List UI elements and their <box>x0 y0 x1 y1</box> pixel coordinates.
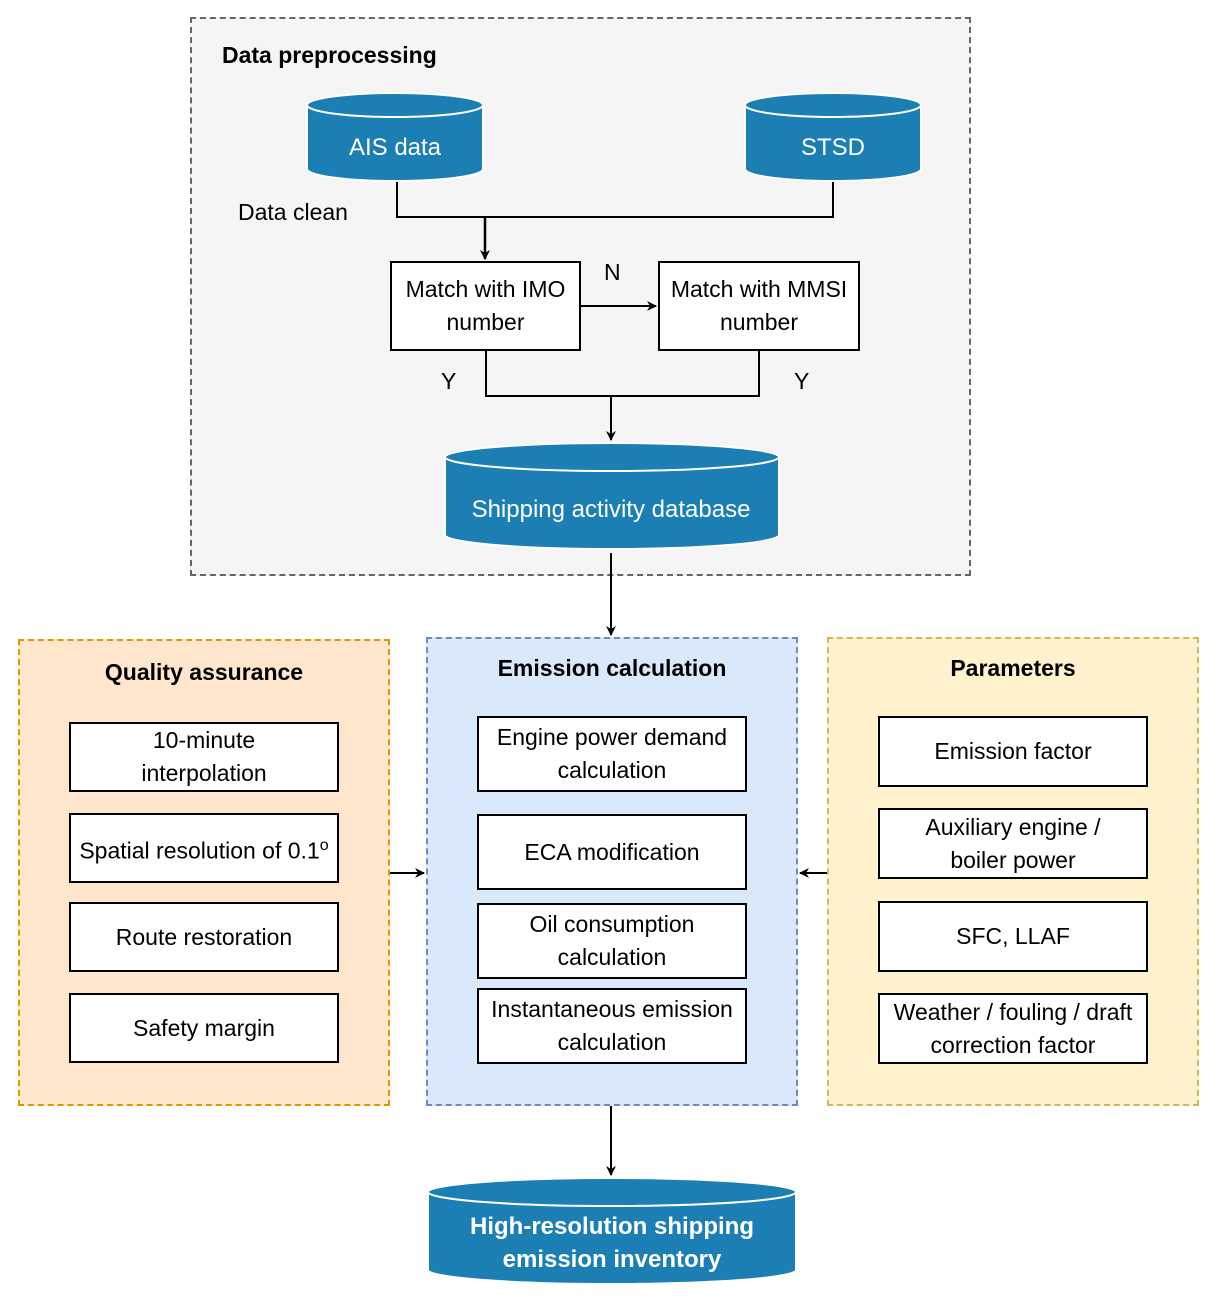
data-clean-label: Data clean <box>238 199 348 225</box>
output-inventory-cylinder-icon <box>427 1177 797 1285</box>
emission-item: ECA modification <box>477 814 747 890</box>
quality-item: Route restoration <box>69 902 339 972</box>
parameters-title: Parameters <box>950 655 1076 681</box>
stsd-label: STSD <box>800 133 865 161</box>
emission-item: Engine power demand calculation <box>477 716 747 792</box>
mmsi-yes-line <box>611 350 760 397</box>
stsd-cylinder-icon <box>744 92 922 182</box>
no-label: N <box>604 259 621 285</box>
preprocessing-title: Data preprocessing <box>222 42 437 68</box>
ais-data-label: AIS data <box>348 133 442 161</box>
quality-item: Spatial resolution of 0.1o <box>69 813 339 883</box>
match-mmsi-box: Match with MMSI number <box>658 261 860 351</box>
yes-label-left: Y <box>441 368 457 394</box>
shipping-db-label: Shipping activity database <box>471 495 751 523</box>
quality-item: Safety margin <box>69 993 339 1063</box>
emission-item: Oil consumption calculation <box>477 903 747 979</box>
parameter-item: SFC, LLAF <box>878 901 1148 972</box>
parameter-item: Weather / fouling / draft correction fac… <box>878 993 1148 1064</box>
imo-yes-line <box>485 350 611 397</box>
stsd-to-merge-line <box>485 180 834 218</box>
output-inventory-label: High-resolution shipping emission invent… <box>470 1213 754 1273</box>
yes-label-right: Y <box>794 368 810 394</box>
emission-title: Emission calculation <box>497 655 727 681</box>
parameter-item: Auxiliary engine / boiler power <box>878 808 1148 879</box>
emission-item: Instantaneous emission calculation <box>477 988 747 1064</box>
shipping-db-cylinder-icon <box>444 442 780 550</box>
match-imo-box: Match with IMO number <box>390 261 581 351</box>
quality-title: Quality assurance <box>104 659 304 685</box>
ais-data-cylinder-icon <box>306 92 484 182</box>
parameter-item: Emission factor <box>878 716 1148 787</box>
quality-item: 10-minute interpolation <box>69 722 339 792</box>
ais-to-merge-line <box>396 180 485 218</box>
